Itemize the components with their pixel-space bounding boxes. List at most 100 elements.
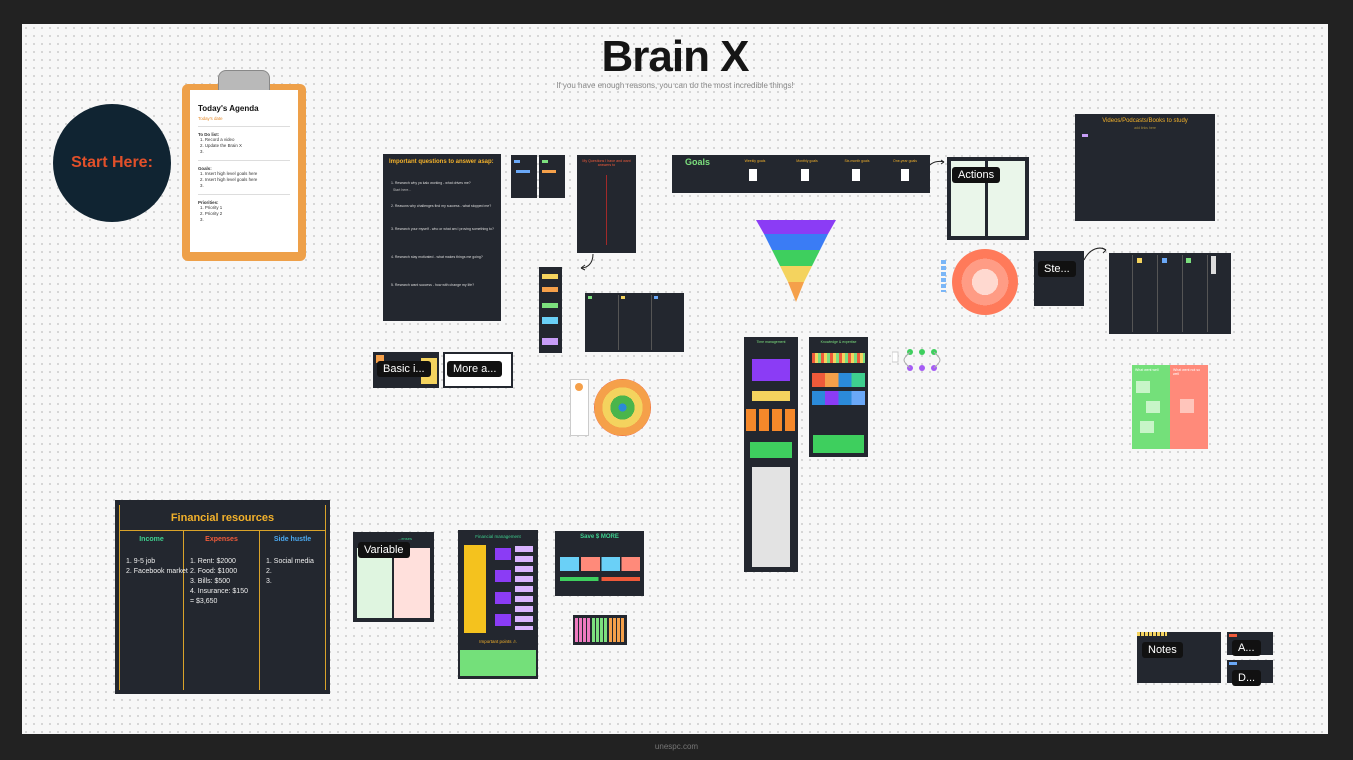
knowledge-title: Knowledge & expertise bbox=[820, 340, 857, 344]
questions-title: Important questions to answer asap: bbox=[389, 159, 494, 165]
d-label: D... bbox=[1232, 670, 1262, 686]
expense-total: = $3,650 bbox=[190, 598, 218, 605]
expense-item: 4. Insurance: $150 bbox=[190, 588, 248, 595]
steps-board[interactable] bbox=[1034, 251, 1084, 306]
network-diagram-icon[interactable] bbox=[891, 344, 942, 374]
save-more-board[interactable]: Save $ MORE bbox=[555, 531, 644, 596]
went-not-well-board[interactable]: What went not so well bbox=[1170, 365, 1208, 449]
went-well-title: What went well bbox=[1135, 368, 1159, 372]
sticky-note[interactable] bbox=[542, 160, 548, 163]
sticky-note[interactable] bbox=[654, 296, 658, 299]
target-circle-chart[interactable] bbox=[594, 379, 651, 436]
videos-title: Videos/Podcasts/Books to study bbox=[1102, 118, 1188, 124]
priority-funnel[interactable] bbox=[756, 220, 836, 302]
expense-item: 1. Rent: $2000 bbox=[190, 558, 236, 565]
expenses-column: Expenses 1. Rent: $2000 2. Food: $1000 3… bbox=[184, 530, 259, 680]
goals-heading: Goals: bbox=[198, 166, 212, 171]
todo-item: 2. Update the Brain X bbox=[200, 143, 242, 148]
financial-management-title: Financial management bbox=[475, 534, 521, 539]
board-subtitle: If you have enough reasons, you can do t… bbox=[556, 81, 794, 90]
variable-tag[interactable]: Variable bbox=[358, 540, 410, 558]
actions-tag[interactable]: Actions bbox=[952, 165, 1001, 183]
my-questions-board[interactable]: My Questions I have and want answers to bbox=[577, 155, 636, 253]
sticky-note[interactable] bbox=[621, 296, 625, 299]
expense-item: 3. Bills: $500 bbox=[190, 578, 231, 585]
sticky-note[interactable] bbox=[542, 317, 558, 324]
info-card[interactable] bbox=[570, 379, 589, 436]
my-questions-title: My Questions I have and want answers to bbox=[582, 159, 631, 167]
steps-tag[interactable]: Ste... bbox=[1038, 259, 1076, 277]
start-here-circle[interactable]: Start Here: bbox=[53, 104, 171, 222]
sticky-grid-board[interactable] bbox=[573, 615, 627, 645]
question-item: 3. Research your myself - who or what am… bbox=[391, 227, 494, 231]
time-management-board[interactable]: Time management bbox=[744, 337, 798, 572]
priority-item: 1. Priority 1 bbox=[200, 205, 223, 210]
goals-doc-icon bbox=[852, 169, 860, 181]
a-tag[interactable]: A... bbox=[1232, 638, 1261, 656]
question-start: Start here... bbox=[393, 188, 412, 192]
expense-item: 2. Food: $1000 bbox=[190, 568, 238, 575]
goals-board[interactable]: Goals Weekly goals Monthly goals Six-mon… bbox=[672, 155, 930, 193]
goals-col-weekly: Weekly goals bbox=[744, 159, 766, 163]
went-well-board[interactable]: What went well bbox=[1132, 365, 1170, 449]
goals-title: Goals bbox=[685, 157, 711, 167]
side-hustle-item: 2. bbox=[266, 568, 272, 575]
goal-item: 2. Insert high level goals here bbox=[200, 177, 258, 182]
income-column: Income 1. 9-5 job 2. Facebook market bbox=[120, 530, 188, 680]
sticky-note[interactable] bbox=[1186, 258, 1191, 263]
side-hustle-heading: Side hustle bbox=[273, 536, 312, 543]
whiteboard-canvas[interactable]: Brain X If you have enough reasons, you … bbox=[22, 24, 1328, 734]
column-divider bbox=[651, 295, 652, 350]
arrow-right-icon bbox=[929, 154, 946, 166]
a-label: A... bbox=[1232, 640, 1261, 656]
sticky-note[interactable] bbox=[1082, 134, 1088, 137]
sticky-note[interactable] bbox=[1137, 258, 1142, 263]
income-expenses-title: ...enses bbox=[398, 536, 413, 541]
income-heading: Income bbox=[139, 536, 164, 543]
sticky-note[interactable] bbox=[542, 303, 558, 308]
financial-title: Financial resources bbox=[170, 512, 275, 524]
more-tag[interactable]: More a... bbox=[447, 359, 503, 377]
three-column-board[interactable] bbox=[585, 293, 684, 352]
sticky-note[interactable] bbox=[516, 170, 530, 173]
sticky-note[interactable] bbox=[542, 338, 558, 345]
goals-col-six-month: Six-month goals bbox=[844, 159, 870, 163]
notes-label: Notes bbox=[1142, 642, 1183, 658]
sticky-note[interactable] bbox=[542, 287, 558, 292]
sticky-stack[interactable] bbox=[941, 260, 946, 292]
sticky-note[interactable] bbox=[542, 274, 558, 279]
divider bbox=[606, 175, 607, 245]
basic-info-tag[interactable]: Basic i... bbox=[377, 359, 431, 377]
side-hustle-item: 1. Social media bbox=[266, 558, 314, 565]
actions-board[interactable] bbox=[947, 157, 1029, 240]
goals-doc-icon bbox=[801, 169, 809, 181]
goals-col-one-year: One-year goals bbox=[893, 159, 917, 163]
five-column-board[interactable] bbox=[1109, 253, 1231, 334]
financial-resources-board[interactable]: Financial resources Income 1. 9-5 job 2.… bbox=[115, 500, 330, 694]
sticky-note[interactable] bbox=[542, 170, 556, 173]
focus-circle-chart[interactable] bbox=[952, 249, 1018, 315]
questions-board[interactable]: Important questions to answer asap: 1. R… bbox=[383, 154, 501, 321]
videos-board[interactable]: Videos/Podcasts/Books to study add links… bbox=[1075, 114, 1215, 221]
financial-management-board[interactable]: Financial management Important points ⚠ bbox=[458, 530, 538, 679]
column-divider bbox=[1157, 255, 1158, 332]
sticky-note[interactable] bbox=[514, 160, 520, 163]
actions-label: Actions bbox=[952, 167, 1001, 183]
goal-item: 1. Insert high level goals here bbox=[200, 171, 258, 176]
agenda-date: Today's date bbox=[198, 116, 223, 121]
notes-tag[interactable]: Notes bbox=[1142, 640, 1183, 658]
sticky-note[interactable] bbox=[1211, 256, 1216, 274]
column-divider bbox=[1132, 255, 1133, 332]
steps-label: Ste... bbox=[1038, 261, 1076, 277]
column-divider bbox=[1207, 255, 1208, 332]
goal-item: 3. bbox=[200, 183, 204, 188]
sticky-note[interactable] bbox=[588, 296, 592, 299]
went-not-well-title: What went not so well bbox=[1173, 368, 1201, 376]
knowledge-board[interactable]: Knowledge & expertise bbox=[809, 337, 868, 457]
d-tag[interactable]: D... bbox=[1232, 668, 1262, 686]
divider bbox=[119, 530, 326, 531]
sticky-note[interactable] bbox=[1162, 258, 1167, 263]
videos-sub: add links here bbox=[1134, 126, 1156, 130]
agenda-paper[interactable]: Today's Agenda Today's date To Do list: … bbox=[190, 90, 298, 252]
column-divider bbox=[618, 295, 619, 350]
